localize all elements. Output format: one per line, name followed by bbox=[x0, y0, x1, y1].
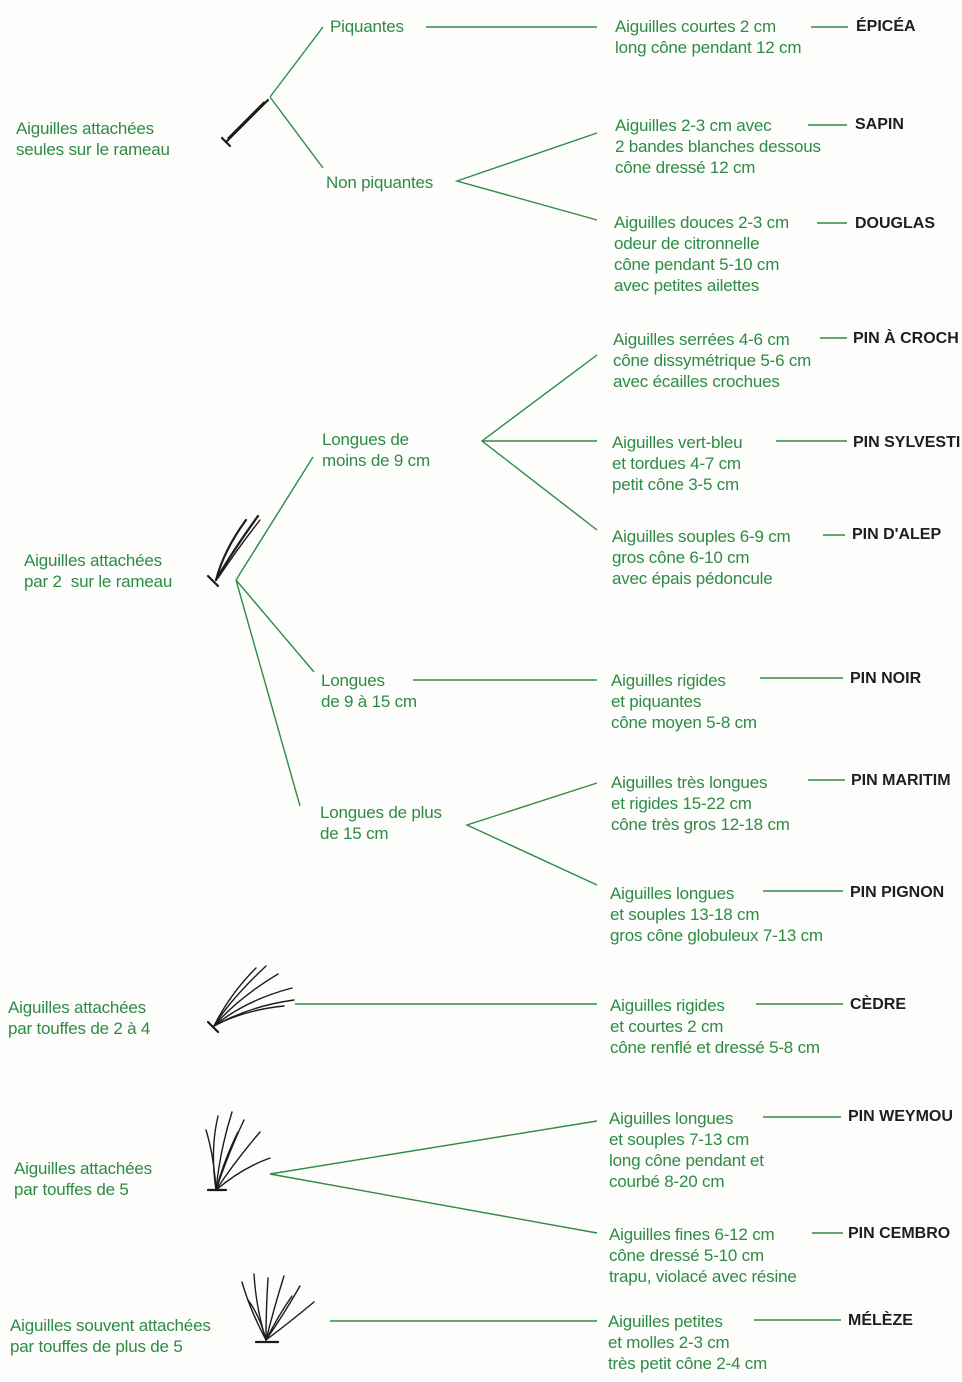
branch-label-medium: Longues de 9 à 15 cm bbox=[321, 671, 417, 711]
species-name-pin-cembro: PIN CEMBRO bbox=[848, 1225, 951, 1242]
connector-line bbox=[269, 1120, 598, 1234]
species-description: Aiguilles vert-bleu et tordues 4-7 cm pe… bbox=[612, 433, 743, 494]
group-label-tufts-5: Aiguilles attachées par touffes de 5 bbox=[14, 1159, 152, 1199]
species-name-pin-maritime: PIN MARITIM bbox=[851, 772, 951, 789]
branch-label-piquantes: Piquantes bbox=[330, 17, 404, 36]
species-description: Aiguilles longues et souples 7-13 cm lon… bbox=[609, 1109, 764, 1191]
branch-label-long: Longues de plus de 15 cm bbox=[320, 803, 442, 843]
species-description: Aiguilles très longues et rigides 15-22 … bbox=[611, 773, 790, 834]
branch-label-non-piquantes: Non piquantes bbox=[326, 173, 434, 192]
species-name-epicea: ÉPICÉA bbox=[856, 18, 916, 35]
species-description: Aiguilles longues et souples 13-18 cm gr… bbox=[610, 884, 823, 945]
species-name-pin-sylvestre: PIN SYLVESTI bbox=[853, 434, 961, 451]
connector-line bbox=[465, 782, 598, 886]
species-description: Aiguilles petites et molles 2-3 cm très … bbox=[608, 1312, 768, 1373]
species-name-pin-d-alep: PIN D'ALEP bbox=[852, 526, 942, 543]
species-name-pin-weymouth: PIN WEYMOU bbox=[848, 1108, 953, 1125]
connector-line bbox=[235, 579, 301, 807]
species-description: Aiguilles rigides et courtes 2 cm cône r… bbox=[610, 996, 820, 1057]
species-description: Aiguilles rigides et piquantes cône moye… bbox=[611, 671, 757, 732]
group-label-tufts-many: Aiguilles souvent attachées par touffes … bbox=[10, 1316, 211, 1356]
species-description: Aiguilles souples 6-9 cm gros cône 6-10 … bbox=[612, 527, 791, 588]
species-name-douglas: DOUGLAS bbox=[855, 215, 935, 232]
species-description: Aiguilles fines 6-12 cm cône dressé 5-10… bbox=[609, 1225, 797, 1286]
connector-line bbox=[269, 26, 324, 98]
connector-line bbox=[480, 354, 598, 531]
species-description: Aiguilles courtes 2 cm long cône pendant… bbox=[615, 17, 802, 57]
connector-line bbox=[269, 96, 324, 169]
species-description: Aiguilles douces 2-3 cm odeur de citronn… bbox=[614, 213, 789, 295]
connector-line bbox=[235, 456, 314, 581]
tuft-2-4-needles-icon bbox=[206, 965, 295, 1034]
species-description: Aiguilles serrées 4-6 cm cône dissymétri… bbox=[613, 330, 812, 391]
connector-line bbox=[454, 132, 598, 221]
tuft-5-needles-icon bbox=[205, 1111, 271, 1192]
group-label-single: Aiguilles attachées seules sur le rameau bbox=[16, 119, 170, 159]
species-name-sapin: SAPIN bbox=[855, 116, 904, 133]
species-name-pin-a-crochets: PIN À CROCH bbox=[853, 330, 959, 347]
connector-line bbox=[235, 579, 315, 673]
single-needle-icon bbox=[220, 98, 270, 148]
species-name-cedre: CÈDRE bbox=[850, 996, 907, 1013]
tuft-many-needles-icon bbox=[241, 1273, 315, 1344]
species-name-pin-noir: PIN NOIR bbox=[850, 670, 922, 687]
two-needles-icon bbox=[206, 514, 261, 588]
group-label-pairs: Aiguilles attachées par 2 sur le rameau bbox=[24, 551, 173, 591]
species-name-meleze: MÉLÈZE bbox=[848, 1312, 913, 1329]
group-label-tufts-2-4: Aiguilles attachées par touffes de 2 à 4 bbox=[8, 998, 151, 1038]
species-name-pin-pignon: PIN PIGNON bbox=[850, 884, 945, 901]
species-description: Aiguilles 2-3 cm avec 2 bandes blanches … bbox=[615, 116, 821, 177]
branch-label-short: Longues de moins de 9 cm bbox=[322, 430, 430, 470]
